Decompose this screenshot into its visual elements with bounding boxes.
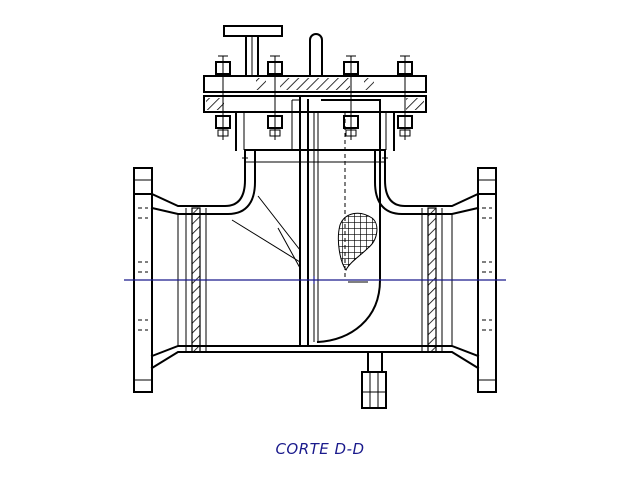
stud-bolts [215,55,413,140]
check-plate [231,95,381,347]
stud-bolt [343,55,359,140]
drain-plug [361,351,387,409]
section-caption: CORTE D-D [275,440,365,458]
left-flange [133,167,153,393]
valve-body [150,149,480,370]
stud-bolt [215,55,231,140]
stud-bolt [397,55,413,140]
cover-flange [203,75,427,151]
right-flange [477,167,497,393]
vent-pin [309,33,323,77]
t-handle [223,25,283,77]
stud-bolt [267,55,283,140]
